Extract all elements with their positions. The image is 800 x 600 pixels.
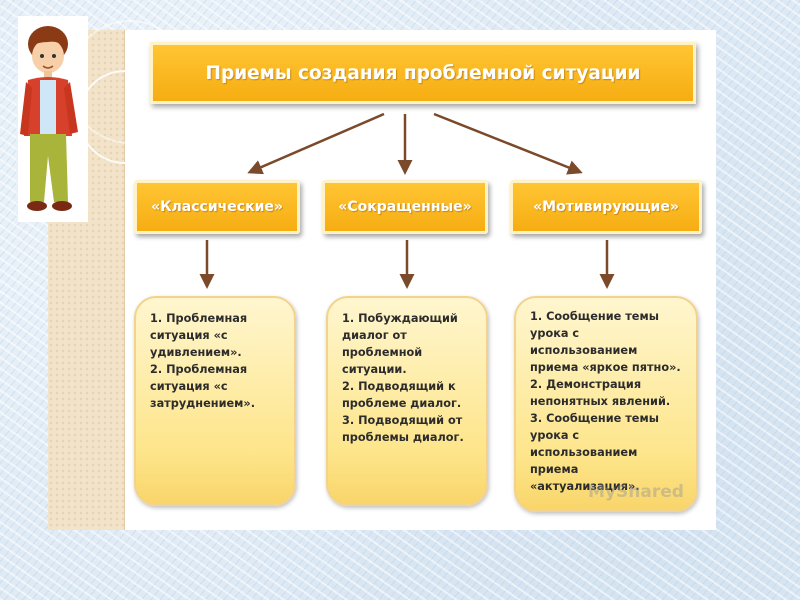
card-line: 3. Подводящий от: [342, 414, 463, 427]
card-line: урока с: [530, 327, 580, 340]
card-line: ситуация «с: [150, 380, 228, 393]
category-classic-label: «Классические»: [151, 199, 283, 215]
card-motivating: 1. Сообщение темы урока с использованием…: [514, 296, 698, 512]
card-line: удивлением».: [150, 346, 242, 359]
card-shortened: 1. Побуждающий диалог от проблемной ситу…: [326, 296, 488, 506]
card-line: использованием: [530, 446, 638, 459]
category-motivating: «Мотивирующие»: [510, 180, 702, 234]
card-line: 2. Подводящий к: [342, 380, 456, 393]
category-classic: «Классические»: [134, 180, 300, 234]
category-shortened: «Сокращенные»: [322, 180, 488, 234]
card-line: 1. Проблемная: [150, 312, 248, 325]
card-line: затруднением».: [150, 397, 255, 410]
boy-illustration: [20, 26, 78, 211]
card-classic: 1. Проблемная ситуация «с удивлением». 2…: [134, 296, 296, 506]
watermark: MyShared: [588, 482, 684, 502]
category-motivating-label: «Мотивирующие»: [533, 199, 679, 215]
card-line: проблемы диалог.: [342, 431, 464, 444]
cartoon-boy-image: [18, 16, 88, 222]
card-line: «актуализация».: [530, 480, 640, 493]
card-line: 2. Проблемная: [150, 363, 248, 376]
card-line: ситуация «с: [150, 329, 228, 342]
card-line: 2. Демонстрация: [530, 378, 642, 391]
diagram-title: Приемы создания проблемной ситуации: [150, 42, 696, 104]
card-line: проблеме диалог.: [342, 397, 462, 410]
card-line: проблемной: [342, 346, 423, 359]
card-line: 1. Сообщение темы: [530, 310, 659, 323]
card-line: 3. Сообщение темы: [530, 412, 659, 425]
card-line: 1. Побуждающий: [342, 312, 458, 325]
diagram-title-text: Приемы создания проблемной ситуации: [205, 62, 641, 84]
category-shortened-label: «Сокращенные»: [338, 199, 472, 215]
card-line: непонятных явлений.: [530, 395, 671, 408]
card-line: приема «яркое пятно».: [530, 361, 681, 374]
card-line: урока с: [530, 429, 580, 442]
card-line: ситуации.: [342, 363, 407, 376]
card-line: диалог от: [342, 329, 407, 342]
card-line: приема: [530, 463, 579, 476]
card-line: использованием: [530, 344, 638, 357]
